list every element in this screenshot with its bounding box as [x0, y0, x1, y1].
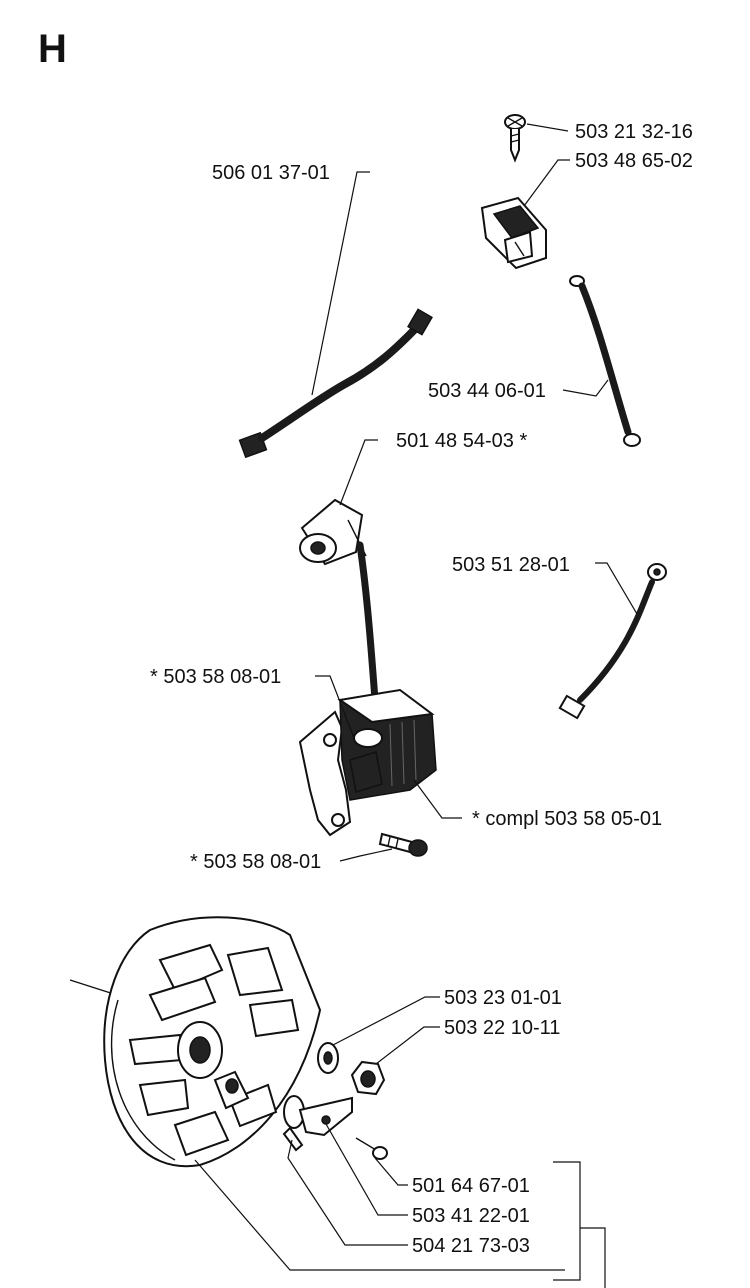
label-503-58-08-01-top: * 503 58 08-01: [150, 666, 281, 688]
ground-cable-part: [558, 563, 667, 720]
label-504-21-73-03: 504 21 73-03: [412, 1235, 530, 1257]
nut-part: [350, 1060, 386, 1096]
ignition-module-part: [298, 688, 437, 837]
module-bolt-part: [378, 832, 428, 857]
label-503-41-22-01: 503 41 22-01: [412, 1205, 530, 1227]
label-503-48-65-02: 503 48 65-02: [575, 150, 693, 172]
label-503-23-01-01: 503 23 01-01: [444, 987, 562, 1009]
section-letter: H: [38, 27, 67, 71]
label-503-22-10-11: 503 22 10-11: [444, 1017, 560, 1039]
label-501-48-54-03: 501 48 54-03 *: [396, 430, 527, 452]
pawl-part: [282, 1095, 353, 1152]
washer-part: [317, 1042, 339, 1074]
label-compl-503-58-05-01: * compl 503 58 05-01: [472, 808, 662, 830]
label-501-64-67-01: 501 64 67-01: [412, 1175, 530, 1197]
label-506-01-37-01: 506 01 37-01: [212, 162, 330, 184]
label-503-44-06-01: 503 44 06-01: [428, 380, 546, 402]
long-cable-part: [238, 308, 433, 459]
flywheel-part: [69, 916, 322, 1168]
screw-part: [504, 114, 526, 163]
label-503-51-28-01: 503 51 28-01: [452, 554, 570, 576]
short-cable-part: [569, 275, 641, 447]
label-503-58-08-01-bottom: * 503 58 08-01: [190, 851, 321, 873]
label-503-21-32-16: 503 21 32-16: [575, 121, 693, 143]
spark-plug-cap-part: [299, 498, 382, 744]
pawl-screw-part: [355, 1137, 388, 1160]
switch-part: [480, 196, 547, 270]
